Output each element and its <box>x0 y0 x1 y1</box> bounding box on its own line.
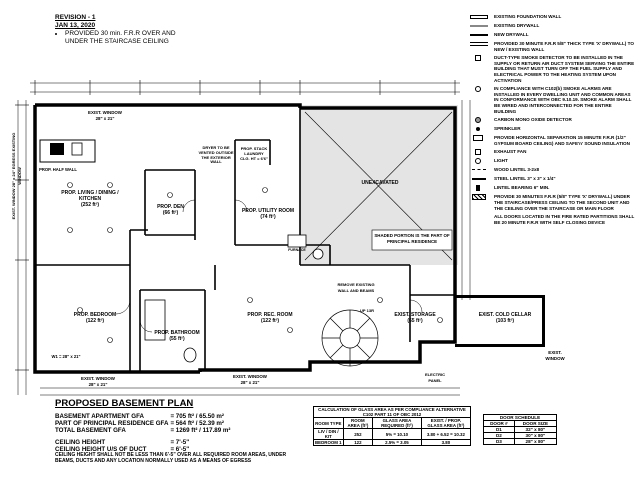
drywall-icon <box>470 23 488 29</box>
glass-table-caption: CALCULATION OF GLASS AREA AS PER COMPLIA… <box>313 406 471 418</box>
new-drywall-icon <box>470 32 488 38</box>
light-fixtures <box>67 182 443 343</box>
bathtub <box>144 299 166 341</box>
half-wall-label: PROP. HALF WALL <box>39 167 77 172</box>
legend-item: WOOD LINTEL 3-2x8 <box>470 167 635 173</box>
room-living: PROP. LIVING / DINING / KITCHEN(252 ft²) <box>61 190 119 208</box>
legend-item: LINTEL BEARING 6" MIN. <box>470 185 635 192</box>
legend-item: ALL DOORS LOCATED IN THE FIRE RATED PART… <box>470 214 635 225</box>
legend-item: EXISTING DRYWALL <box>470 23 635 29</box>
exterior-walls <box>33 103 457 374</box>
summary-row: BASEMENT APARTMENT GFA= 705 ft² / 65.50 … <box>55 413 224 420</box>
legend-item: PROVIDED 30 MINUTE F.R.R 5/8" THICK TYPE… <box>470 41 635 52</box>
door-swings <box>115 199 423 333</box>
foundation-wall-icon <box>470 14 488 20</box>
legend-item: DUCT-TYPE SMOKE DETECTOR TO BE INSTALLED… <box>470 55 635 83</box>
remove-wall-note: REMOVE EXISTING WALL AND BEAMS <box>337 282 375 293</box>
ceiling-note: CEILING HEIGHT SHALL NOT BE LESS THAN 6'… <box>55 452 287 464</box>
revision-note: REVISION - 1 JAN 13, 2020 PROVIDED 30 mi… <box>55 14 176 46</box>
sink <box>71 142 83 156</box>
room-bathroom: PROP. BATHROOM(55 ft²) <box>154 330 200 342</box>
legend-item: STEEL LINTEL 3" x 3" x 1/4" <box>470 176 635 182</box>
electric-panel-label: ELECTRIC PANEL <box>425 372 445 383</box>
dimension-ticks <box>15 80 456 371</box>
stove <box>50 143 64 155</box>
legend-item: IN COMPLIANCE WITH C102(b) SMOKE ALARMS … <box>470 86 635 114</box>
shaded-note: SHADED PORTION IS THE PART OF PRINCIPAL … <box>374 233 450 244</box>
legend: EXISTING FOUNDATION WALL EXISTING DRYWAL… <box>470 14 635 228</box>
window-label-cellar: EXIST. WINDOW <box>545 350 565 361</box>
room-storage: EXIST. STORAGE(65 ft²) <box>394 312 436 324</box>
legend-item: PROVIDE HORIZONTAL SEPARATION 15 MINUTE … <box>470 135 635 146</box>
steel-lintel-icon <box>470 176 488 182</box>
height-row: CEILING HEIGHT U/S OF DUCT= 6'-5" <box>55 446 190 453</box>
area-summary: BASEMENT APARTMENT GFA= 705 ft² / 65.50 … <box>55 413 305 464</box>
plan-title: PROPOSED BASEMENT PLAN <box>55 398 194 409</box>
lintel-bearing-icon <box>470 185 488 192</box>
egress-window-label: EXIST. WINDOW 28" x 24" EGRESS EXISTING … <box>11 132 22 220</box>
separation-icon <box>470 135 488 142</box>
sprinkler-icon <box>470 126 488 132</box>
summary-row: PART OF PRINCIPAL RESIDENCE GFA= 564 ft²… <box>55 420 224 427</box>
co-detector-icon <box>470 117 488 124</box>
stair-up-label: UP 13R <box>360 308 374 313</box>
light-icon <box>470 158 488 165</box>
legend-item: EXHAUST FAN <box>470 149 635 156</box>
wood-lintel-icon <box>470 167 488 173</box>
legend-item: PROVIDE 30 MINUTES F.R.R (5/8" TYPE 'X' … <box>470 194 635 211</box>
exhaust-fan-icon <box>470 149 488 156</box>
room-rec: PROP. REC. ROOM(122 ft²) <box>247 312 293 324</box>
room-utility: PROP. UTILITY ROOM(74 ft²) <box>241 208 295 220</box>
legend-item: CARBON MONO OXIDE DETECTOR <box>470 117 635 124</box>
dryer-note: DRYER TO BE VENTED OUTSIDE THE EXTERIOR … <box>198 145 234 165</box>
shaded-note-box <box>371 229 453 251</box>
duct-detector-icon <box>470 55 488 62</box>
frr-wall-icon <box>470 41 488 47</box>
room-bedroom: PROP. BEDROOM(122 ft²) <box>73 312 117 324</box>
toilet <box>183 347 197 363</box>
revision-date: JAN 13, 2020 <box>55 22 96 29</box>
furnace <box>287 234 307 248</box>
furnace-label: FURNACE <box>288 248 306 252</box>
cold-cellar-walls <box>455 295 545 347</box>
frr-stair-icon <box>470 194 488 201</box>
legend-item: SPRINKLER <box>470 126 635 132</box>
staircase <box>321 309 379 367</box>
glass-area-table: CALCULATION OF GLASS AREA AS PER COMPLIA… <box>313 406 472 446</box>
smoke-alarm-icon <box>470 86 488 93</box>
height-row: CEILING HEIGHT= 7'-5" <box>55 439 190 446</box>
legend-item: EXISTING FOUNDATION WALL <box>470 14 635 20</box>
w1-label: W1 = 28" x 21" <box>51 354 81 359</box>
window-label-rec: EXIST. WINDOW 28" x 21" <box>233 374 267 385</box>
doors-icon <box>470 214 488 220</box>
summary-row: TOTAL BASEMENT GFA= 1269 ft² / 117.89 m² <box>55 427 231 434</box>
revision-title: REVISION - 1 <box>55 14 96 21</box>
room-den: PROP. DEN(66 ft²) <box>157 204 184 216</box>
dimension-lines <box>17 82 471 396</box>
room-cold-cellar: EXIST. COLD CELLAR(103 ft²) <box>478 312 532 324</box>
window-label-bedroom: EXIST. WINDOW 28" x 21" <box>81 376 115 387</box>
water-heater <box>312 248 324 260</box>
kitchen-counter <box>39 139 96 163</box>
legend-item: LIGHT <box>470 158 635 165</box>
window-label-top: EXIST. WINDOW 28" x 21" <box>88 110 122 121</box>
room-unexcavated: UNEXCAVATED <box>361 180 399 186</box>
legend-item: NEW DRYWALL <box>470 32 635 38</box>
